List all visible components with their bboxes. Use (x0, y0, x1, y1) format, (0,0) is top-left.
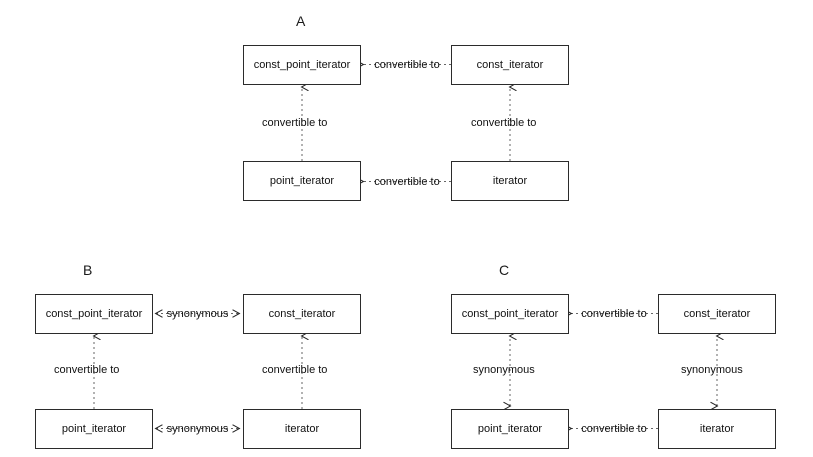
panel-a-node-const-iterator[interactable]: const_iterator (451, 45, 569, 85)
panel-a-bottom-horizontal-label: convertible to (374, 176, 440, 188)
panel-a-right-vertical-label: convertible to (471, 117, 537, 129)
panel-b-bottom-horizontal-label: synonymous (166, 423, 229, 435)
panel-b-node-point-iterator[interactable]: point_iterator (35, 409, 153, 449)
panel-c-left-vertical-label: synonymous (473, 364, 535, 376)
panel-b-node-const-point-iterator[interactable]: const_point_iterator (35, 294, 153, 334)
panel-c-label: C (499, 262, 510, 278)
panel-b-node-const-iterator[interactable]: const_iterator (243, 294, 361, 334)
node-label: const_iterator (268, 308, 336, 320)
panel-b: B const_point_iterator const_iterator po… (35, 262, 361, 449)
panel-c-top-horizontal-label: convertible to (581, 308, 647, 320)
node-label: const_point_iterator (253, 59, 351, 71)
panel-c-right-vertical-label: synonymous (681, 364, 743, 376)
node-label: const_point_iterator (461, 308, 559, 320)
node-label: const_iterator (683, 308, 751, 320)
panel-c-bottom-horizontal-label: convertible to (581, 423, 647, 435)
panel-b-right-vertical-label: convertible to (262, 364, 328, 376)
node-label: const_iterator (476, 59, 544, 71)
panel-c-node-iterator[interactable]: iterator (658, 409, 776, 449)
node-label: iterator (492, 175, 528, 187)
panel-b-label: B (83, 262, 93, 278)
node-label: iterator (284, 423, 320, 435)
panel-a-node-const-point-iterator[interactable]: const_point_iterator (243, 45, 361, 85)
node-label: point_iterator (477, 423, 543, 435)
panel-c-node-const-iterator[interactable]: const_iterator (658, 294, 776, 334)
panel-b-top-horizontal-label: synonymous (166, 308, 229, 320)
node-label: const_point_iterator (45, 308, 143, 320)
panel-c-node-point-iterator[interactable]: point_iterator (451, 409, 569, 449)
panel-a-label: A (296, 13, 306, 29)
node-label: iterator (699, 423, 735, 435)
panel-b-left-vertical-label: convertible to (54, 364, 120, 376)
panel-c-node-const-point-iterator[interactable]: const_point_iterator (451, 294, 569, 334)
node-label: point_iterator (269, 175, 335, 187)
panel-b-node-iterator[interactable]: iterator (243, 409, 361, 449)
panel-a-left-vertical-label: convertible to (262, 117, 328, 129)
panel-a: A const_point_iterator const_iterator po… (243, 13, 569, 201)
panel-a-node-point-iterator[interactable]: point_iterator (243, 161, 361, 201)
panel-a-top-horizontal-label: convertible to (374, 59, 440, 71)
node-label: point_iterator (61, 423, 127, 435)
panel-a-node-iterator[interactable]: iterator (451, 161, 569, 201)
